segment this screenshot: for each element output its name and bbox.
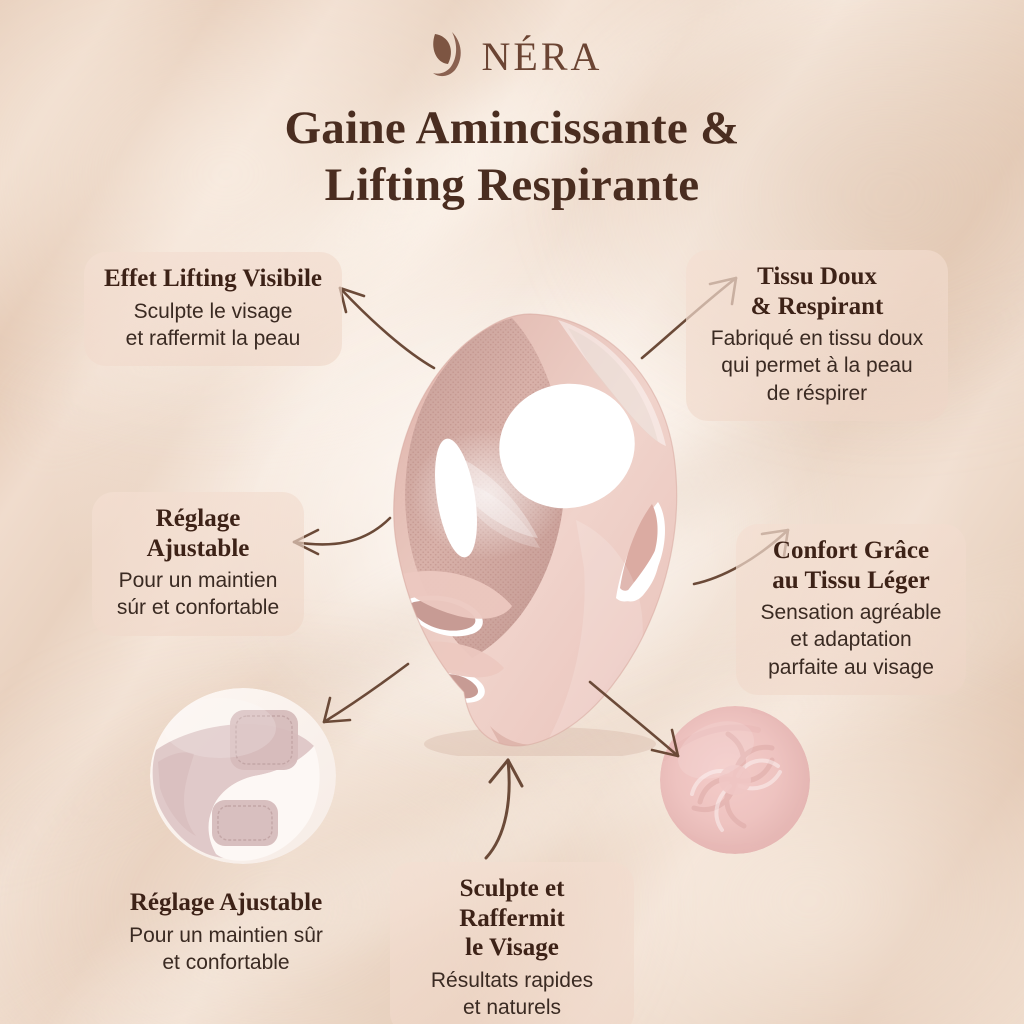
arrow-to-sculpte-callout xyxy=(474,752,536,867)
inset-image-adjustable-straps xyxy=(150,688,336,864)
callout-body-line: Résultats rapides xyxy=(430,968,594,992)
callout-body-line: de réspirer xyxy=(766,381,868,405)
callout-reglage-ajustable-bottom: Réglage Ajustable Pour un maintien sûr e… xyxy=(92,876,360,990)
callout-heading-line: au Tissu Léger xyxy=(772,566,930,594)
callout-heading: Sculpte et Raffermit le Visage xyxy=(406,874,618,963)
callout-body: Sculpte le visage et raffermit la peau xyxy=(100,298,326,353)
callout-heading-line: Sculpte et Raffermit xyxy=(459,875,565,932)
callout-body-line: parfaite au visage xyxy=(768,655,934,679)
inset-image-fabric-swirl xyxy=(660,706,810,854)
callout-body-line: súr et confortable xyxy=(116,596,280,620)
callout-heading-line: Réglage Ajustable xyxy=(129,889,323,916)
callout-body-line: et confortable xyxy=(162,950,290,974)
callout-body-line: Sculpte le visage xyxy=(133,299,293,323)
callout-heading-line: le Visage xyxy=(465,934,559,961)
callout-body-line: Pour un maintien xyxy=(118,569,278,592)
callout-body-line: et naturels xyxy=(462,995,562,1019)
callout-heading-line: & Respirant xyxy=(750,292,884,320)
callout-heading-line: Ajustable xyxy=(146,534,250,562)
callout-body: Pour un maintien sûr et confortable xyxy=(108,922,344,977)
callout-body: Résultats rapides et naturels xyxy=(406,967,618,1022)
callout-body-line: et adaptation xyxy=(790,628,912,652)
callout-heading: Réglage Ajustable xyxy=(108,504,288,563)
callout-effet-lifting-visibile: Effet Lifting Visibile Sculpte le visage… xyxy=(84,252,342,367)
callout-confort-tissu-leger: Confort Grâce au Tissu Léger Sensation a… xyxy=(736,524,966,695)
callout-body-line: et raffermit la peau xyxy=(125,326,301,350)
callout-tissu-doux-respirant: Tissu Doux & Respirant Fabriqué en tissu… xyxy=(686,250,948,421)
callout-reglage-ajustable-middle: Réglage Ajustable Pour un maintien súr e… xyxy=(92,492,304,636)
callout-body: Sensation agréable et adaptation parfait… xyxy=(752,599,950,681)
callout-heading-line: Tissu Doux xyxy=(757,263,877,290)
callout-heading: Effet Lifting Visibile xyxy=(100,264,326,294)
callout-body-line: Sensation agréable xyxy=(760,601,942,624)
page-title: Gaine Amincissante & Lifting Respirante xyxy=(0,100,1024,215)
brand-logo: NÉRA xyxy=(0,28,1024,85)
callout-body: Fabriqué en tissu doux qui permet à la p… xyxy=(702,325,932,407)
callout-heading-line: Confort Grâce xyxy=(772,537,930,564)
callout-heading-line: Effet Lifting Visibile xyxy=(103,265,323,292)
callout-sculpte-raffermit-visage: Sculpte et Raffermit le Visage Résultats… xyxy=(390,862,634,1024)
callout-heading: Confort Grâce au Tissu Léger xyxy=(752,536,950,595)
title-line-2: Lifting Respirante xyxy=(324,159,700,212)
leaf-icon xyxy=(422,28,476,85)
callout-body-line: qui permet à la peau xyxy=(721,354,913,378)
callout-body-line: Pour un maintien sûr xyxy=(129,923,323,947)
callout-heading-line: Réglage xyxy=(155,505,241,532)
product-image-face-mask xyxy=(362,306,702,761)
title-line-1: Gaine Amincissante & xyxy=(284,102,740,154)
callout-body-line: Fabriqué en tissu doux xyxy=(710,327,924,350)
callout-heading: Tissu Doux & Respirant xyxy=(702,262,932,321)
brand-name: NÉRA xyxy=(481,34,603,79)
callout-heading: Réglage Ajustable xyxy=(108,888,344,918)
callout-body: Pour un maintien súr et confortable xyxy=(108,567,288,622)
